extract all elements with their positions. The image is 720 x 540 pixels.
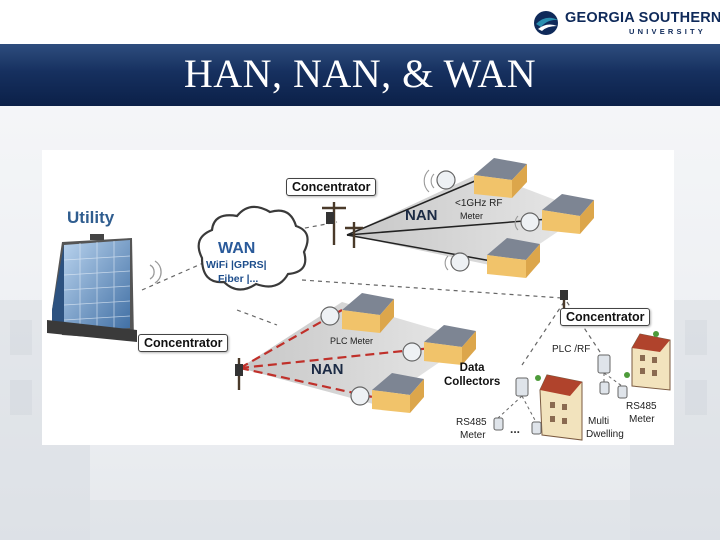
diagram-graphics bbox=[47, 158, 671, 441]
data-collectors-line1: Data bbox=[459, 362, 485, 374]
rs485-left-line1: RS485 bbox=[456, 417, 487, 428]
slide-title: HAN, NAN, & WAN bbox=[183, 51, 537, 96]
apartment-icon bbox=[539, 333, 671, 441]
logo-text: GEORGIA SOUTHERN bbox=[565, 10, 720, 26]
nan-bottom-label: NAN bbox=[311, 361, 344, 378]
ellipsis-label: ... bbox=[510, 422, 521, 436]
rs485-right-line1: RS485 bbox=[626, 401, 657, 412]
rs485-right-line2: Meter bbox=[629, 414, 655, 425]
rf-meter-line1: <1GHz RF bbox=[455, 198, 503, 209]
house-icon bbox=[542, 194, 594, 234]
wan-line2: Fiber |... bbox=[218, 273, 259, 285]
data-collectors-line2: Collectors bbox=[444, 376, 501, 388]
university-logo: GEORGIA SOUTHERN UNIVERSITY bbox=[533, 8, 720, 38]
plc-meter-label: PLC Meter bbox=[330, 336, 374, 346]
house-icon bbox=[424, 325, 476, 365]
nan-top-label: NAN bbox=[405, 207, 438, 224]
logo-subtext: UNIVERSITY bbox=[629, 27, 707, 36]
multi-dwelling-line1: Multi bbox=[588, 416, 610, 427]
logo-mark-icon bbox=[534, 11, 558, 35]
concentrator-right-label: Concentrator bbox=[560, 308, 651, 326]
concentrator-top-label: Concentrator bbox=[286, 178, 377, 196]
wan-line1: WiFi |GPRS| bbox=[206, 259, 267, 271]
smart-meter-icon bbox=[320, 170, 540, 406]
rs485-left-line2: Meter bbox=[460, 430, 486, 441]
house-icon bbox=[487, 238, 540, 278]
network-diagram: Utility WAN WiFi |GPRS| Fiber |... Conce… bbox=[42, 150, 674, 445]
office-building-icon bbox=[47, 234, 137, 342]
wifi-signal-icon bbox=[423, 169, 519, 271]
multi-dwelling-line2: Dwelling bbox=[586, 429, 624, 440]
tree-icon bbox=[535, 331, 659, 381]
house-icon bbox=[342, 293, 394, 333]
wifi-signal-icon bbox=[149, 260, 162, 284]
logo-bar bbox=[0, 0, 720, 44]
wan-title: WAN bbox=[218, 240, 256, 257]
title-band bbox=[0, 44, 720, 106]
utility-pole-icon bbox=[322, 202, 363, 248]
utility-label: Utility bbox=[67, 208, 115, 227]
concentrator-left-label: Concentrator bbox=[138, 334, 229, 352]
plc-rf-label: PLC /RF bbox=[552, 344, 591, 355]
house-icon bbox=[474, 158, 527, 198]
house-icon bbox=[372, 373, 424, 413]
rf-meter-line2: Meter bbox=[460, 211, 484, 221]
apartment-icon bbox=[550, 355, 657, 424]
cloud-icon bbox=[197, 205, 309, 291]
data-collectors-label: Data Collectors bbox=[444, 361, 500, 389]
